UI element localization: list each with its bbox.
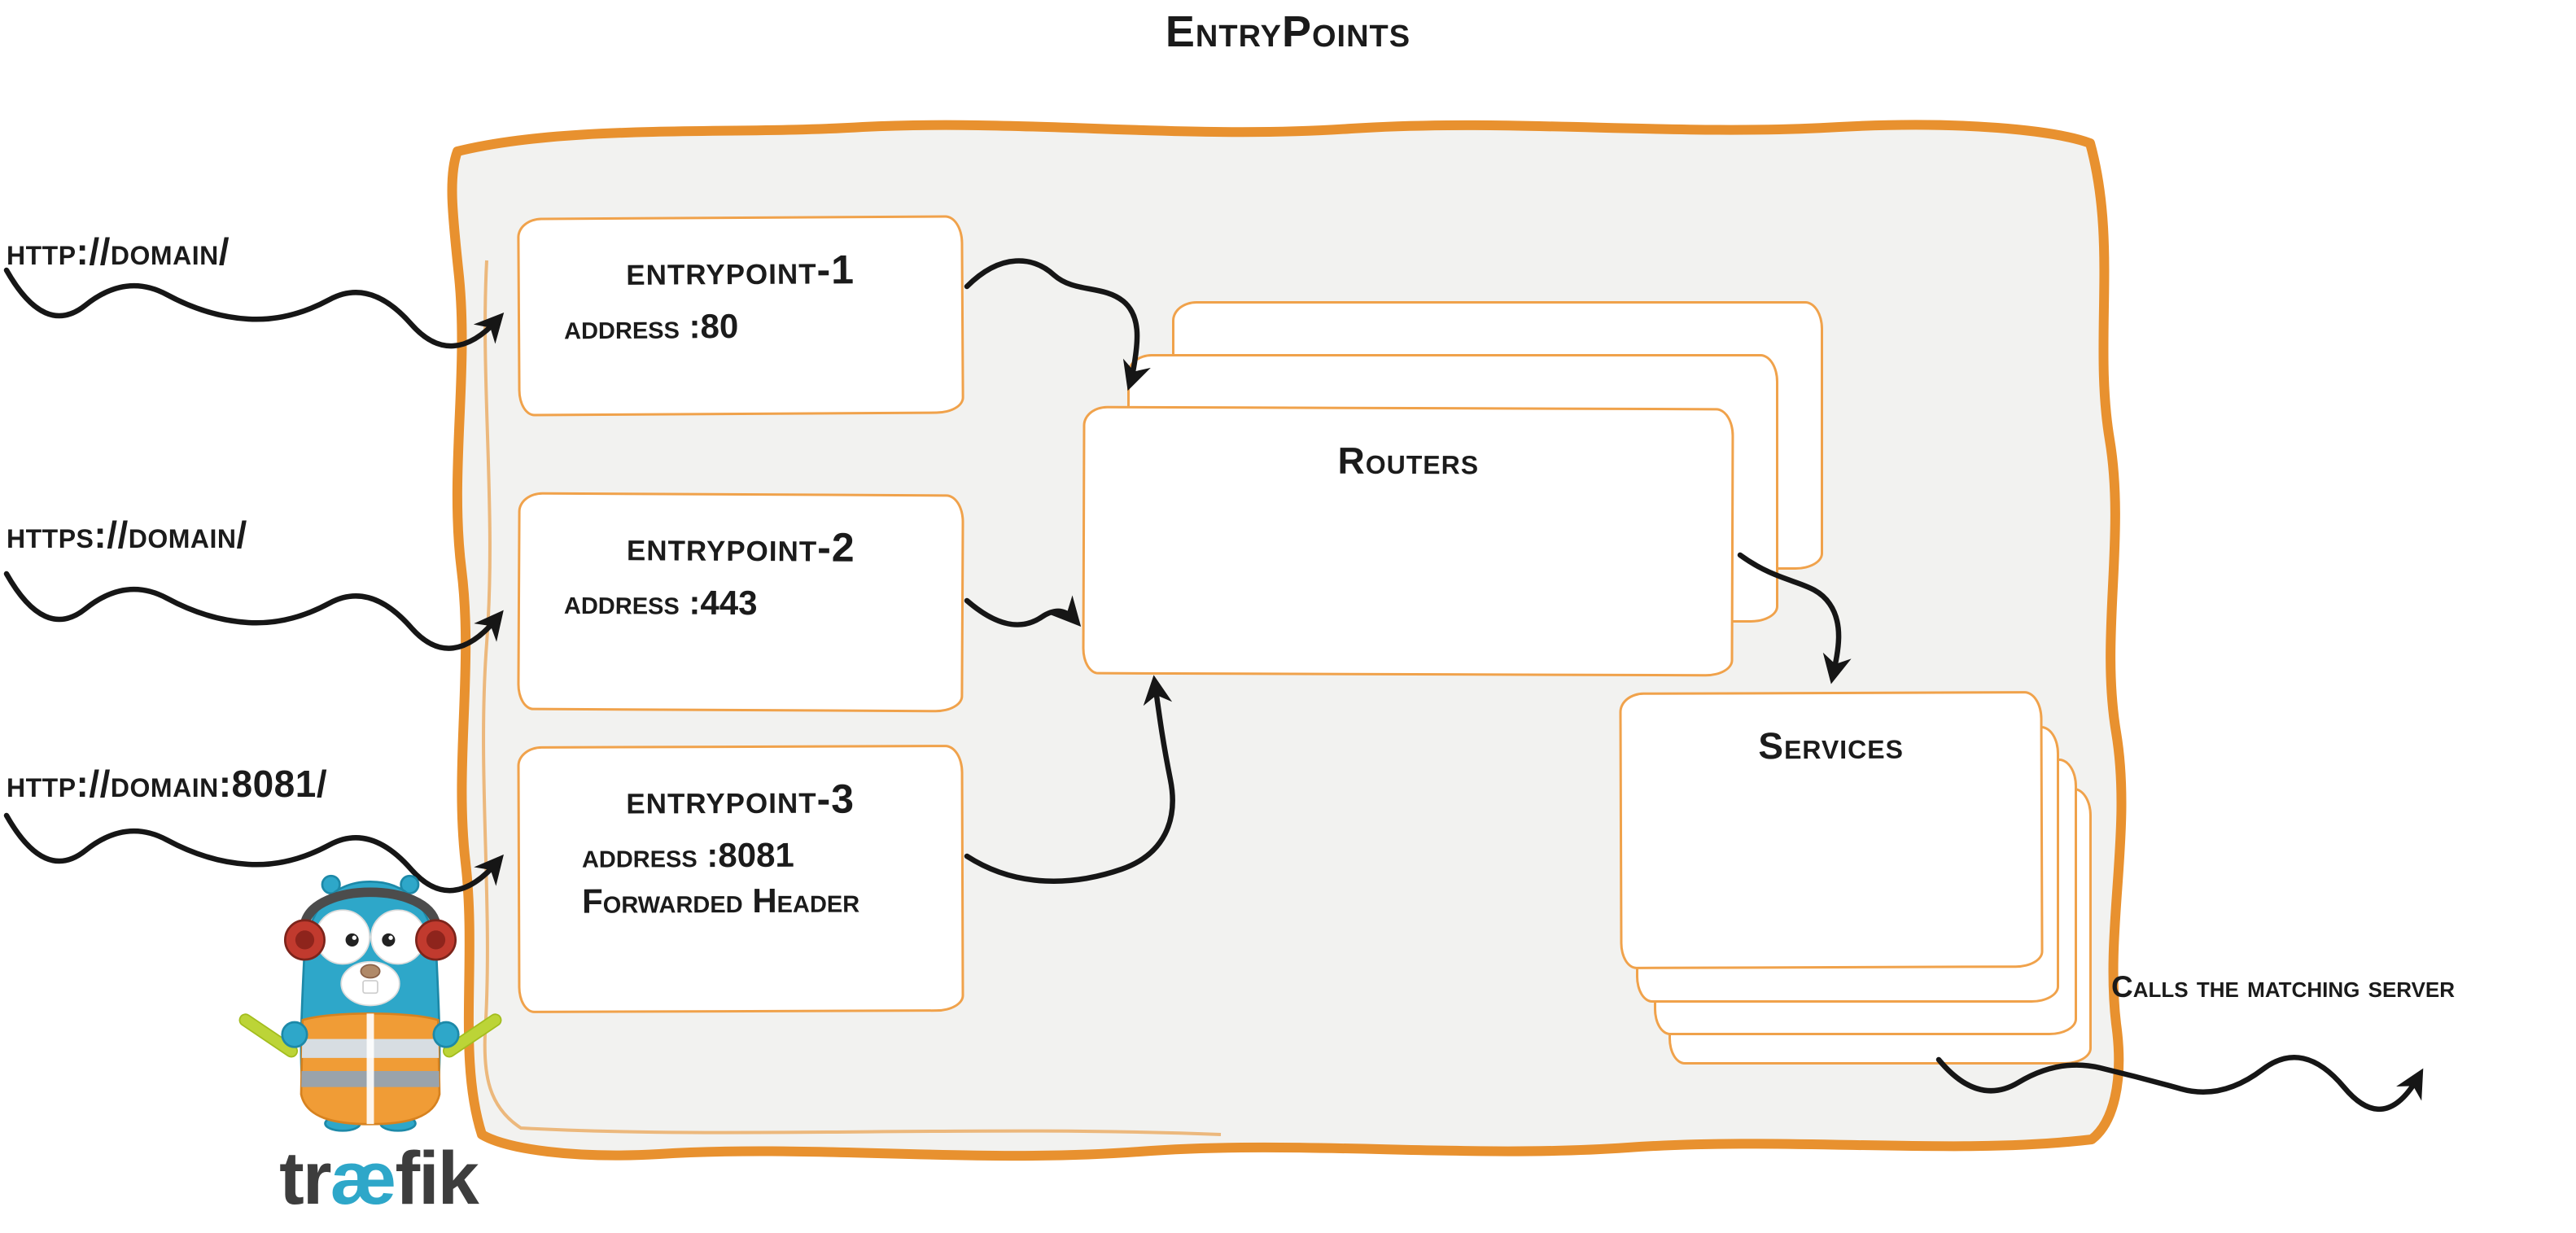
arrow-routers-to-services <box>1737 552 1852 684</box>
request-label-http-8081: http://domain:8081/ <box>7 763 328 805</box>
wordmark-pre: tr <box>279 1137 331 1220</box>
traefik-wordmark: træfik <box>244 1136 513 1222</box>
arrow-entrypoint3-to-routers <box>964 675 1175 884</box>
headphones-icon <box>283 887 457 961</box>
arrow-http-to-entrypoint1 <box>3 267 505 349</box>
arrow-https-to-entrypoint2 <box>3 571 504 651</box>
arrow-services-to-server <box>1935 1055 2424 1112</box>
safety-vest-icon <box>300 1012 441 1126</box>
arrow-entrypoint1-to-routers <box>964 258 1151 391</box>
arrow-8081-to-entrypoint3 <box>3 812 504 894</box>
wordmark-ae: æ <box>330 1137 397 1220</box>
arrow-entrypoint2-to-routers <box>964 595 1082 627</box>
glow-sticks-icon <box>238 1013 502 1058</box>
outgoing-call-label: Calls the matching server <box>2111 970 2456 1003</box>
request-label-https: https://domain/ <box>7 514 247 556</box>
traefik-gopher-mascot-icon <box>238 874 502 1132</box>
wordmark-post: fik <box>395 1137 479 1220</box>
request-label-http: http://domain/ <box>7 230 230 273</box>
gopher-muzzle <box>340 960 400 1007</box>
diagram-title: EntryPoints <box>1165 7 1411 56</box>
gopher-eyes <box>315 909 426 965</box>
